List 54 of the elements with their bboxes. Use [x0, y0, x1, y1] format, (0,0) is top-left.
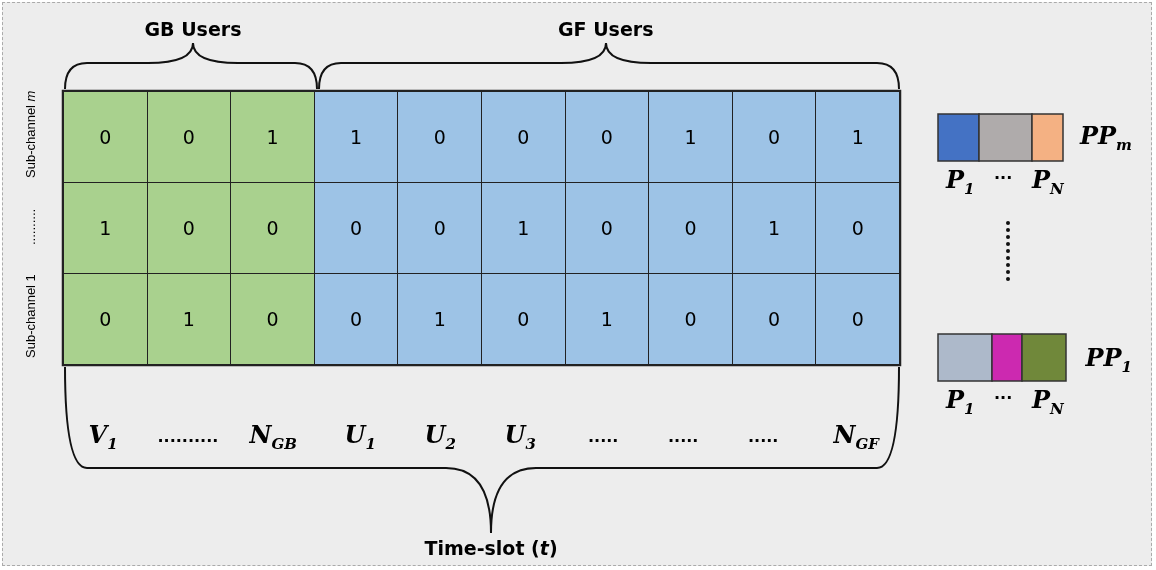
- math-label: P$_{N}$: [1032, 384, 1064, 418]
- matrix-cell: 1: [564, 273, 650, 365]
- axis-label: Sub-channel m: [22, 90, 38, 178]
- matrix-cell: 0: [63, 91, 148, 183]
- math-label: V$_{1}$: [88, 419, 118, 453]
- matrix-cell: 0: [648, 182, 733, 274]
- matrix-cell: 1: [313, 91, 399, 183]
- math-label: PP$_{1}$: [1085, 342, 1133, 376]
- axis-label: Sub-channel 1: [22, 274, 38, 358]
- math-label: U$_{1}$: [344, 419, 376, 453]
- math-label: U$_{3}$: [504, 419, 536, 453]
- matrix-cell: 1: [731, 182, 817, 274]
- matrix-cell: 0: [397, 182, 482, 274]
- matrix-cell: 0: [63, 273, 148, 365]
- ellipsis-label: ...: [994, 163, 1013, 183]
- matrix-cell: 0: [481, 91, 566, 183]
- matrix-cell: 1: [815, 91, 900, 183]
- ellipsis-label: .....: [588, 426, 619, 446]
- math-label: P$_{1}$: [946, 164, 975, 198]
- matrix-cell: 1: [397, 273, 482, 365]
- matrix-cell: 0: [313, 182, 399, 274]
- matrix-cell: 0: [146, 91, 232, 183]
- matrix-cell: 0: [564, 182, 650, 274]
- axis-label: Time-slot (t): [424, 537, 558, 559]
- matrix-cell: 1: [63, 182, 148, 274]
- ellipsis-label: ..........: [22, 208, 38, 245]
- math-label: N$_{GB}$: [249, 419, 297, 453]
- math-label: N$_{GF}$: [833, 419, 879, 453]
- matrix-cell: 0: [230, 182, 315, 274]
- math-label: P$_{1}$: [946, 384, 975, 418]
- matrix-cell: 0: [146, 182, 232, 274]
- heading-label: GB Users: [144, 18, 242, 40]
- matrix-cell: 0: [815, 273, 900, 365]
- math-label: U$_{2}$: [424, 419, 456, 453]
- ellipsis-label: .....: [748, 426, 779, 446]
- matrix-cell: 0: [397, 91, 482, 183]
- matrix-cell: 0: [230, 273, 315, 365]
- matrix-cell: 0: [313, 273, 399, 365]
- matrix-cell: 1: [230, 91, 315, 183]
- ellipsis-label: ..........: [157, 426, 219, 446]
- ellipsis-label: ...: [994, 383, 1013, 403]
- ellipsis-label: .....: [668, 426, 699, 446]
- heading-label: GF Users: [558, 18, 654, 40]
- matrix-cell: 0: [731, 273, 817, 365]
- matrix-cell: 1: [648, 91, 733, 183]
- matrix-cell: 1: [146, 273, 232, 365]
- matrix-cell: 0: [731, 91, 817, 183]
- math-label: PP$_{m}$: [1080, 120, 1132, 154]
- matrix-cell: 0: [481, 273, 566, 365]
- math-label: P$_{N}$: [1032, 164, 1064, 198]
- matrix-cell: 0: [815, 182, 900, 274]
- matrix-cell: 0: [648, 273, 733, 365]
- matrix-cell: 0: [564, 91, 650, 183]
- matrix-cell: 1: [481, 182, 566, 274]
